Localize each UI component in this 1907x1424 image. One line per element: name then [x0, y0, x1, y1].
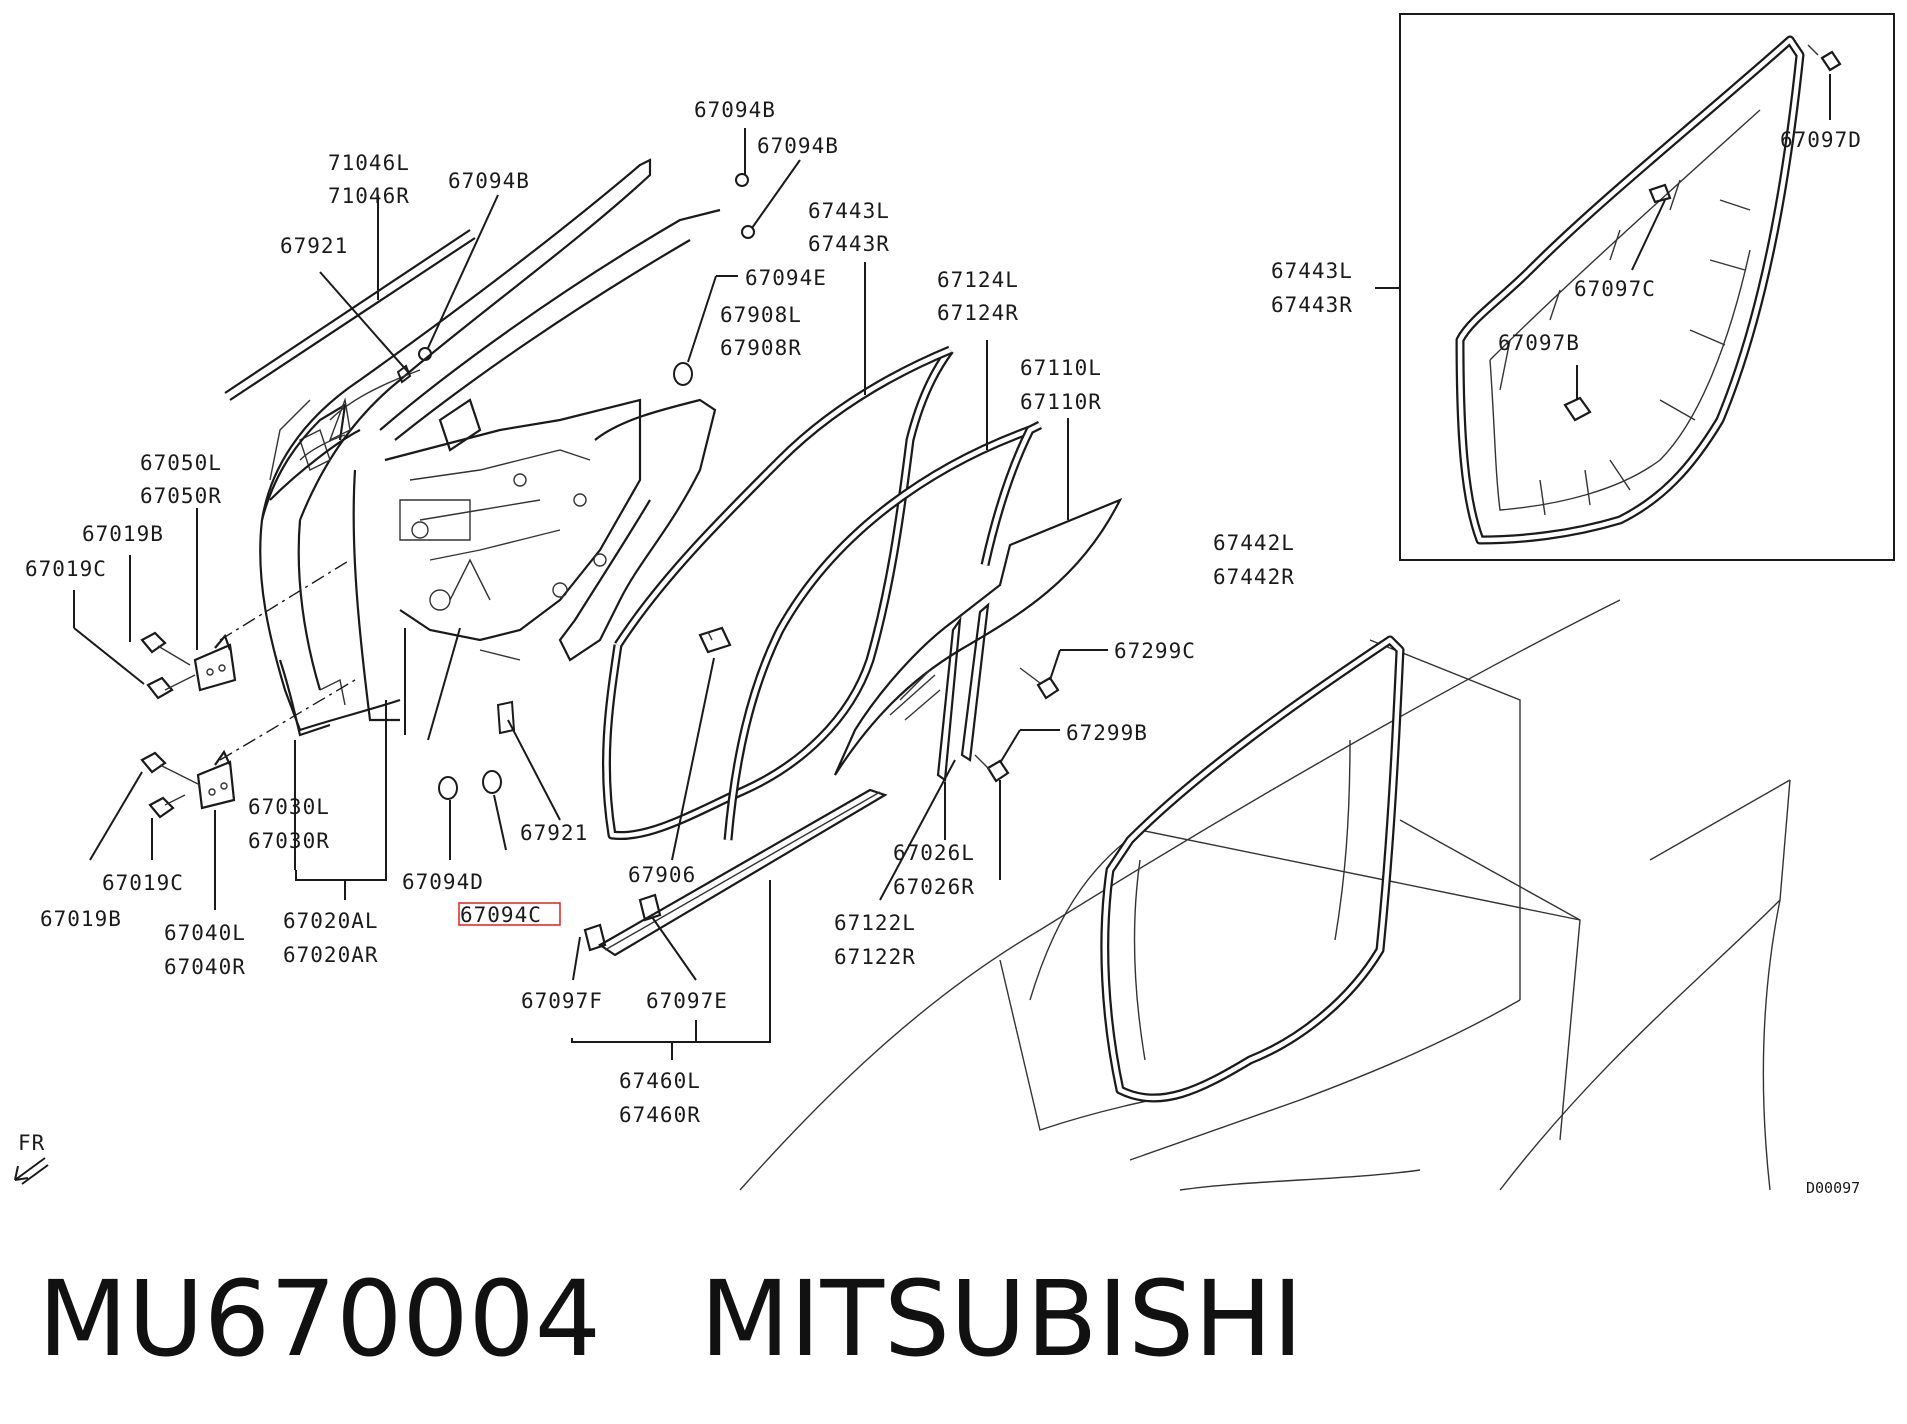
label-67019c-a: 67019C	[25, 557, 107, 581]
caption-gap	[601, 1258, 700, 1380]
label-67094b-b: 67094B	[757, 134, 839, 158]
glass-run-channel	[723, 420, 1043, 841]
part-labels: 67094B 67094B 71046L 71046R 67094B 67921…	[18, 98, 1862, 1197]
label-67110l: 67110L	[1020, 356, 1102, 380]
label-67019c-b: 67019C	[102, 871, 184, 895]
label-67097d: 67097D	[1780, 128, 1862, 152]
label-67019b-a: 67019B	[82, 522, 164, 546]
part-number: MU670004	[38, 1258, 601, 1380]
belt-moulding	[583, 788, 888, 957]
label-67460l: 67460L	[619, 1069, 701, 1093]
label-67443r-b: 67443R	[1271, 293, 1353, 317]
drip-moulding	[224, 229, 476, 401]
label-67443r-a: 67443R	[808, 232, 890, 256]
door-shell	[259, 158, 721, 737]
label-67094d: 67094D	[402, 870, 484, 894]
label-67094c: 67094C	[460, 903, 542, 927]
label-67020al: 67020AL	[283, 909, 379, 933]
label-67110r: 67110R	[1020, 390, 1102, 414]
label-67097c: 67097C	[1574, 277, 1656, 301]
label-67094b-c: 67094B	[448, 169, 530, 193]
label-67026l: 67026L	[893, 841, 975, 865]
label-67050l: 67050L	[140, 451, 222, 475]
glass-channel	[936, 602, 990, 783]
door-weatherstrip-67443	[601, 345, 954, 841]
label-67097f: 67097F	[521, 989, 603, 1013]
door-inner-weatherstrip	[558, 398, 717, 662]
label-67921-b: 67921	[520, 821, 588, 845]
label-67460r: 67460R	[619, 1103, 701, 1127]
label-67442r: 67442R	[1213, 565, 1295, 589]
label-67097e: 67097E	[646, 989, 728, 1013]
label-67443l-b: 67443L	[1271, 259, 1353, 283]
label-67030l: 67030L	[248, 795, 330, 819]
label-67122r: 67122R	[834, 945, 916, 969]
caption: MU670004 MITSUBISHI	[38, 1258, 1303, 1380]
label-67030r: 67030R	[248, 829, 330, 853]
label-67908l: 67908L	[720, 303, 802, 327]
label-67921-a: 67921	[280, 234, 348, 258]
bumper-67906	[698, 626, 732, 654]
highlight-box	[458, 902, 561, 926]
direction-label: FR	[18, 1131, 45, 1155]
sealing-plates	[396, 364, 516, 735]
label-67050r: 67050R	[140, 484, 222, 508]
label-67122l: 67122L	[834, 911, 916, 935]
label-71046r: 71046R	[328, 184, 410, 208]
upper-hinge	[193, 633, 237, 692]
door-glass	[833, 497, 1123, 776]
diagram-code: D00097	[1806, 1179, 1860, 1197]
label-67019b-b: 67019B	[40, 907, 122, 931]
label-67299c: 67299C	[1114, 639, 1196, 663]
brand-name: MITSUBISHI	[700, 1258, 1304, 1380]
lower-hinge	[196, 749, 236, 810]
label-67020ar: 67020AR	[283, 943, 379, 967]
front-direction-arrow	[14, 1157, 49, 1185]
label-67097b: 67097B	[1498, 331, 1580, 355]
label-67442l: 67442L	[1213, 531, 1295, 555]
label-67906: 67906	[628, 863, 696, 887]
inset-detail	[1375, 13, 1895, 561]
channel-bolts	[974, 667, 1060, 783]
hinge-bolts	[140, 631, 201, 819]
label-67094e: 67094E	[745, 266, 827, 290]
label-67443l-a: 67443L	[808, 199, 890, 223]
label-67299b: 67299B	[1066, 721, 1148, 745]
hinge-alignment-lines	[219, 559, 356, 761]
opening-weatherstrip-67442	[1100, 635, 1405, 1103]
label-67124l: 67124L	[937, 268, 1019, 292]
label-67124r: 67124R	[937, 301, 1019, 325]
label-67908r: 67908R	[720, 336, 802, 360]
label-67026r: 67026R	[893, 875, 975, 899]
label-67040l: 67040L	[164, 921, 246, 945]
label-67094b-a: 67094B	[694, 98, 776, 122]
leader-lines	[73, 128, 1108, 1060]
label-67040r: 67040R	[164, 955, 246, 979]
label-71046l: 71046L	[328, 151, 410, 175]
grommets	[418, 173, 755, 800]
door-outer-skin	[260, 397, 351, 521]
